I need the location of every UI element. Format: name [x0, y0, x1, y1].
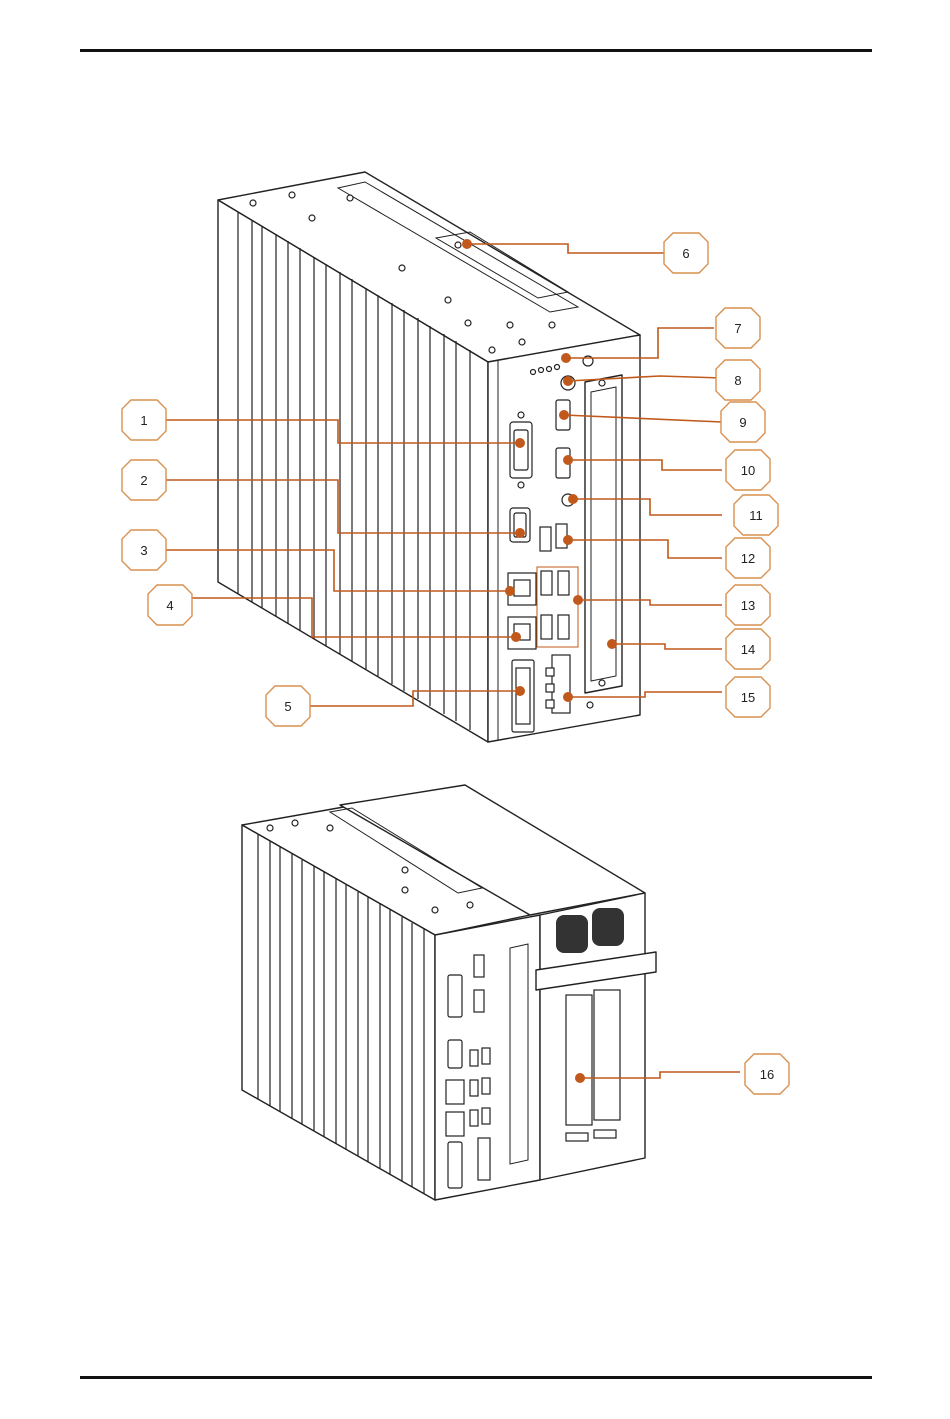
callout-16: 16 [745, 1054, 789, 1094]
device-front-view [218, 172, 640, 742]
usb-port [541, 571, 552, 595]
callout-12: 12 [726, 538, 770, 578]
callout-number: 5 [284, 699, 291, 714]
callout-number: 12 [741, 551, 755, 566]
fan-vent [556, 915, 588, 953]
callout-number: 13 [741, 598, 755, 613]
lan-port-2 [446, 1112, 464, 1136]
com-port [448, 1040, 462, 1068]
power-terminal [478, 1138, 490, 1180]
callout-13: 13 [726, 585, 770, 625]
isolated-dio-connector [448, 1142, 462, 1188]
lan-port-1 [446, 1080, 464, 1104]
pcie-slot [594, 990, 620, 1120]
callout-8: 8 [716, 360, 760, 400]
usb-port [540, 527, 551, 551]
callout-number: 15 [741, 690, 755, 705]
usb-port [558, 615, 569, 639]
displayport [474, 990, 484, 1012]
hdmi-port [474, 955, 484, 977]
callout-number: 3 [140, 543, 147, 558]
callout-15: 15 [726, 677, 770, 717]
callout-4: 4 [148, 585, 192, 625]
callout-3: 3 [122, 530, 166, 570]
callout-11: 11 [734, 495, 778, 535]
power-terminal [552, 655, 570, 713]
callout-9: 9 [721, 402, 765, 442]
callout-number: 7 [734, 321, 741, 336]
callout-7: 7 [716, 308, 760, 348]
pcie-slot [566, 995, 592, 1125]
callout-number: 8 [734, 373, 741, 388]
usb-port [541, 615, 552, 639]
callout-number: 6 [682, 246, 689, 261]
callout-number: 16 [760, 1067, 774, 1082]
dvi-port [448, 975, 462, 1017]
callout-5: 5 [266, 686, 310, 726]
callout-number: 14 [741, 642, 755, 657]
callout-2: 2 [122, 460, 166, 500]
callout-number: 1 [140, 413, 147, 428]
callout-10: 10 [726, 450, 770, 490]
callout-number: 2 [140, 473, 147, 488]
usb-port [558, 571, 569, 595]
callout-number: 11 [749, 508, 763, 523]
callout-number: 10 [741, 463, 755, 478]
device-with-expansion-view [242, 785, 656, 1200]
fan-vent [592, 908, 624, 946]
callout-6: 6 [664, 233, 708, 273]
callout-1: 1 [122, 400, 166, 440]
callout-number: 4 [166, 598, 173, 613]
callout-14: 14 [726, 629, 770, 669]
callout-number: 9 [739, 415, 746, 430]
